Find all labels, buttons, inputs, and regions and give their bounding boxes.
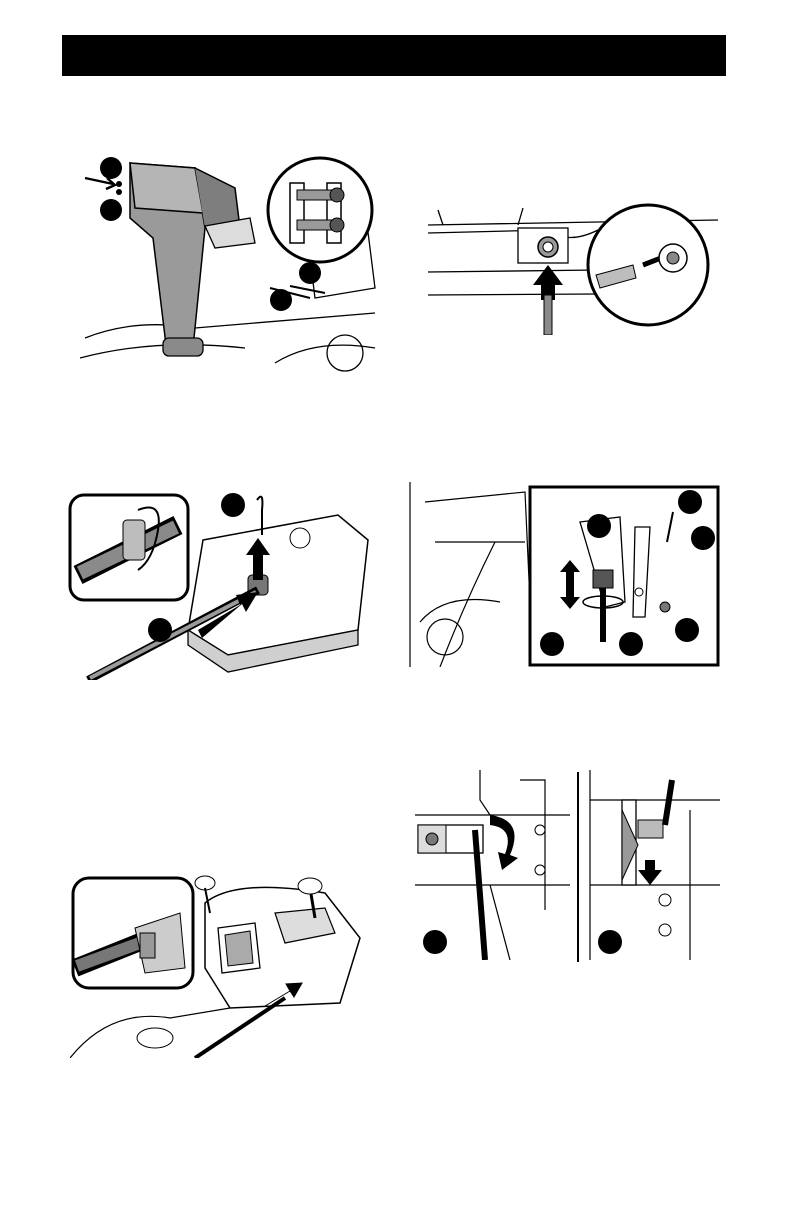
arrow-icon (638, 860, 662, 885)
figure-hairpin-clip (68, 480, 378, 680)
callout-bubble-1a (100, 157, 122, 179)
magnifier-inset (588, 205, 708, 325)
pivot-bushing-illustration (428, 200, 718, 335)
step-divider (577, 772, 579, 962)
callout-bubble-4a (587, 514, 611, 538)
chute-assembly-illustration (75, 148, 385, 373)
callout-bubble-4f (540, 632, 564, 656)
arrow-icon (85, 178, 115, 189)
figure-dash-panel (70, 858, 365, 1058)
figure-chute-assembly (75, 148, 385, 373)
bracket-steps-illustration (410, 770, 720, 960)
magnifier-inset (268, 158, 372, 262)
callout-bubble-4d (675, 618, 699, 642)
section-header-bar (62, 35, 726, 76)
figure-bracket-steps (410, 770, 720, 960)
dash-panel-illustration (70, 858, 365, 1058)
cable-adjuster-illustration (405, 482, 720, 667)
figure-pivot-bushing (428, 200, 718, 335)
callout-bubble-6a (423, 930, 447, 954)
callout-bubble-1c (299, 262, 321, 284)
callout-bubble-4b (678, 490, 702, 514)
callout-bubble-6b (598, 930, 622, 954)
callout-bubble-3a (221, 493, 245, 517)
callout-bubble-4c (691, 526, 715, 550)
callout-bubble-4e (619, 632, 643, 656)
magnifier-inset (73, 878, 193, 988)
magnifier-inset (70, 495, 188, 600)
hairpin-clip-illustration (68, 480, 378, 680)
figure-cable-adjuster (405, 482, 720, 667)
callout-bubble-1b (100, 199, 122, 221)
callout-bubble-3b (148, 618, 172, 642)
arrow-icon (490, 815, 518, 870)
